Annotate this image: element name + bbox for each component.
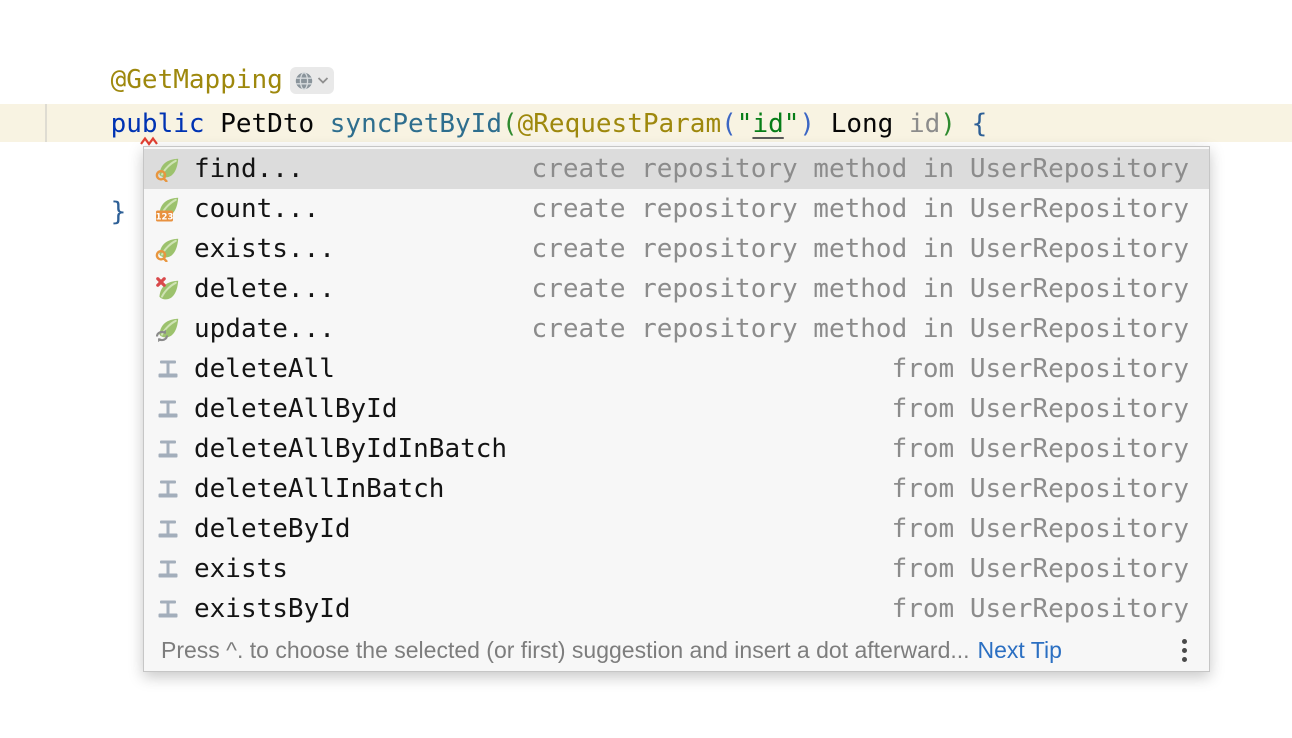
completion-hint: from UserRepository [891, 434, 1189, 464]
completion-label: deleteAllById [194, 394, 398, 424]
completion-hint: from UserRepository [891, 594, 1189, 624]
spring-search-leaf-icon [155, 156, 181, 182]
code-token: @RequestParam [517, 109, 722, 139]
error-squiggle-icon [140, 131, 158, 150]
svg-text:123: 123 [156, 212, 174, 222]
code-line-3[interactable]: User. [112, 102, 253, 183]
code-token: ( [721, 109, 737, 139]
footer-hint-text: Press ^. to choose the selected (or firs… [161, 636, 970, 663]
method-icon [155, 596, 181, 622]
completion-footer: Press ^. to choose the selected (or firs… [144, 629, 1209, 671]
gutter-separator [45, 104, 47, 142]
completion-hint: from UserRepository [891, 394, 1189, 424]
code-token: ) [940, 109, 956, 139]
code-line-4[interactable]: } [48, 146, 127, 227]
completion-popup: find... create repository method in User… [143, 146, 1210, 672]
completion-hint: create repository method in UserReposito… [531, 234, 1189, 264]
method-icon [155, 556, 181, 582]
completion-hint: from UserRepository [891, 474, 1189, 504]
spring-update-leaf-icon [155, 316, 181, 342]
completion-item-deleteAllByIdInBatch[interactable]: deleteAllByIdInBatch from UserRepository [144, 429, 1209, 469]
completion-item-exists-method[interactable]: exists from UserRepository [144, 549, 1209, 589]
spring-delete-leaf-icon [155, 276, 181, 302]
completion-item-deleteById[interactable]: deleteById from UserRepository [144, 509, 1209, 549]
completion-item-deleteAll[interactable]: deleteAll from UserRepository [144, 349, 1209, 389]
completion-hint: create repository method in UserReposito… [531, 154, 1189, 184]
code-token: " [736, 109, 753, 139]
completion-label: deleteAll [194, 354, 335, 384]
method-icon [155, 436, 181, 462]
code-token: " [783, 109, 800, 139]
completion-hint: create repository method in UserReposito… [531, 274, 1189, 304]
completion-item-existsById[interactable]: existsById from UserRepository [144, 589, 1209, 629]
completion-item-deleteAllInBatch[interactable]: deleteAllInBatch from UserRepository [144, 469, 1209, 509]
spring-search-leaf-icon [155, 236, 181, 262]
code-token: ) [799, 109, 816, 139]
code-line-2[interactable]: public PetDto syncPetById(@RequestParam(… [48, 58, 988, 139]
method-icon [155, 476, 181, 502]
next-tip-link[interactable]: Next Tip [977, 636, 1062, 663]
completion-label: exists... [194, 234, 335, 264]
completion-label: deleteAllByIdInBatch [194, 434, 508, 464]
code-token: syncPetById [329, 109, 502, 139]
completion-label: count... [194, 194, 320, 224]
globe-icon [294, 71, 314, 91]
code-token: } [110, 197, 127, 227]
kebab-menu-icon[interactable] [1176, 635, 1193, 666]
code-token: id [752, 109, 784, 139]
method-icon [155, 396, 181, 422]
completion-label: exists [194, 554, 288, 584]
completion-hint: from UserRepository [891, 554, 1189, 584]
completion-item-update[interactable]: update... create repository method in Us… [144, 309, 1209, 349]
completion-hint: from UserRepository [891, 514, 1189, 544]
code-token [956, 109, 972, 139]
completion-item-exists[interactable]: exists... create repository method in Us… [144, 229, 1209, 269]
completion-label: update... [194, 314, 335, 344]
code-token: ( [501, 109, 518, 139]
completion-label: find... [194, 154, 304, 184]
completion-label: existsById [194, 594, 351, 624]
code-token: PetDto [204, 109, 330, 139]
completion-label: deleteAllInBatch [194, 474, 445, 504]
method-icon [155, 516, 181, 542]
completion-label: delete... [194, 274, 335, 304]
completion-hint: from UserRepository [891, 354, 1189, 384]
completion-hint: create repository method in UserReposito… [531, 314, 1189, 344]
annotation-token: @GetMapping [110, 65, 283, 95]
completion-item-find[interactable]: find... create repository method in User… [144, 149, 1209, 189]
url-mapping-inlay[interactable] [289, 67, 334, 94]
code-token: id [908, 109, 941, 139]
completion-item-deleteAllById[interactable]: deleteAllById from UserRepository [144, 389, 1209, 429]
completion-item-delete[interactable]: delete... create repository method in Us… [144, 269, 1209, 309]
code-token: Long [815, 109, 909, 139]
spring-count-leaf-icon: 123 [155, 196, 181, 222]
code-token: public [110, 109, 205, 139]
completion-hint: create repository method in UserReposito… [531, 194, 1189, 224]
chevron-down-icon [317, 76, 329, 85]
completion-label: deleteById [194, 514, 351, 544]
method-icon [155, 356, 181, 382]
code-line-1[interactable]: @GetMapping [48, 14, 334, 95]
caret-line-highlight [0, 104, 1292, 142]
completion-item-count[interactable]: 123 count... create repository method in… [144, 189, 1209, 229]
code-token: { [971, 109, 988, 139]
